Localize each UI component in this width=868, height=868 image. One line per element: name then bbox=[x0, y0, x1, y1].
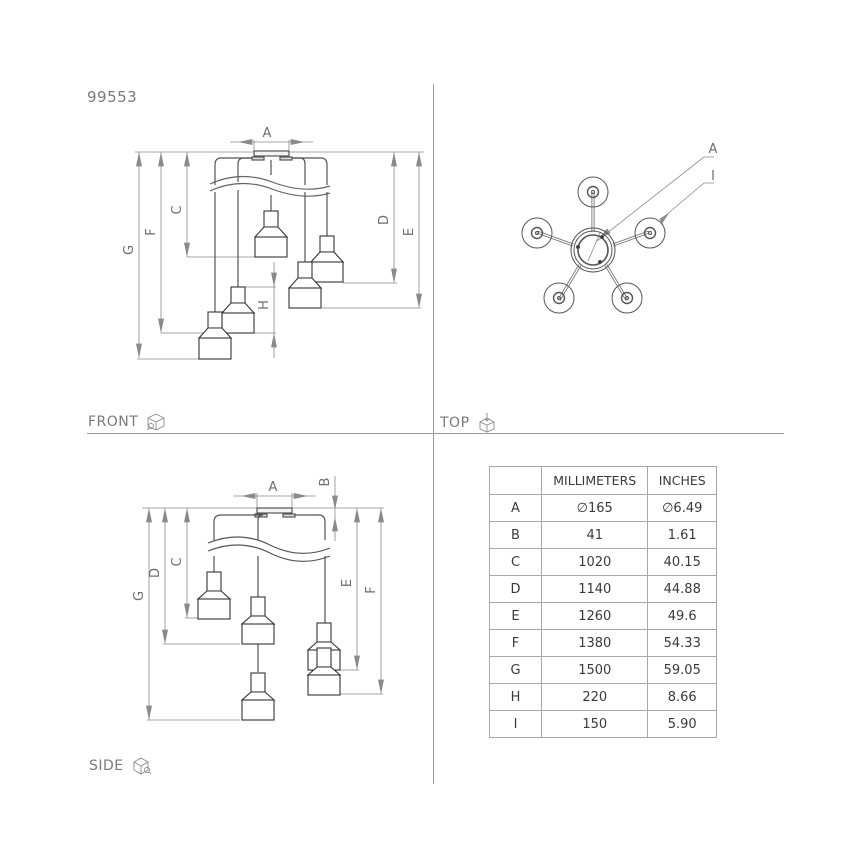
front-view-label-text: FRONT bbox=[88, 414, 139, 430]
top-view-label-text: TOP bbox=[440, 415, 470, 431]
row-key: A bbox=[488, 494, 543, 522]
table-header-row: MILLIMETERS INCHES bbox=[488, 466, 717, 495]
header-inches: INCHES bbox=[647, 466, 717, 495]
row-key: D bbox=[488, 575, 543, 603]
dimension-table: MILLIMETERS INCHES A ∅165 ∅6.49 B 41 1.6… bbox=[488, 466, 717, 738]
row-key: G bbox=[488, 656, 543, 684]
table-row: A ∅165 ∅6.49 bbox=[488, 494, 717, 522]
dim-label-c-side: C bbox=[170, 557, 185, 566]
dim-label-d: D bbox=[377, 215, 392, 225]
row-mm: 150 bbox=[541, 710, 649, 738]
row-key: C bbox=[488, 548, 543, 576]
row-mm: 1140 bbox=[541, 575, 649, 603]
row-in: 1.61 bbox=[647, 521, 717, 549]
row-mm: 1500 bbox=[541, 656, 649, 684]
dim-label-f: F bbox=[144, 228, 159, 235]
row-mm: 1260 bbox=[541, 602, 649, 630]
top-view-cube-icon bbox=[479, 413, 494, 433]
row-in: 8.66 bbox=[647, 683, 717, 711]
row-mm: 1380 bbox=[541, 629, 649, 657]
row-mm: 220 bbox=[541, 683, 649, 711]
row-key: I bbox=[488, 710, 543, 738]
row-in: 59.05 bbox=[647, 656, 717, 684]
table-row: E 1260 49.6 bbox=[488, 602, 717, 630]
row-in: 54.33 bbox=[647, 629, 717, 657]
header-millimeters: MILLIMETERS bbox=[541, 466, 649, 495]
side-view-cube-icon bbox=[133, 757, 151, 775]
row-in: 40.15 bbox=[647, 548, 717, 576]
dim-label-f-side: F bbox=[364, 586, 379, 593]
row-in: 5.90 bbox=[647, 710, 717, 738]
table-row: H 220 8.66 bbox=[488, 683, 717, 711]
row-mm: 1020 bbox=[541, 548, 649, 576]
side-view-label-text: SIDE bbox=[89, 758, 124, 774]
dim-label-a-side: A bbox=[269, 480, 278, 495]
product-code: 99553 bbox=[87, 88, 138, 106]
row-mm: 41 bbox=[541, 521, 649, 549]
table-row: B 41 1.61 bbox=[488, 521, 717, 549]
dim-label-e: E bbox=[402, 228, 417, 236]
top-view-label: TOP bbox=[440, 413, 496, 433]
dim-label-b: B bbox=[318, 478, 333, 487]
dim-label-g: G bbox=[122, 245, 137, 255]
front-view-label: FRONT bbox=[88, 413, 166, 431]
top-view-drawing: A I bbox=[521, 142, 718, 314]
row-key: B bbox=[488, 521, 543, 549]
row-key: H bbox=[488, 683, 543, 711]
side-view-drawing: A B G D C E F bbox=[132, 476, 384, 721]
table-row: D 1140 44.88 bbox=[488, 575, 717, 603]
shade bbox=[253, 210, 289, 258]
vertical-divider bbox=[433, 84, 434, 784]
side-view-label: SIDE bbox=[89, 757, 152, 775]
dim-label-a-top: A bbox=[709, 142, 718, 157]
table-row: G 1500 59.05 bbox=[488, 656, 717, 684]
row-key: E bbox=[488, 602, 543, 630]
dim-label-d-side: D bbox=[148, 568, 163, 578]
row-in: ∅6.49 bbox=[647, 494, 717, 522]
dim-label-e-side: E bbox=[340, 579, 355, 587]
dim-label-a: A bbox=[263, 126, 272, 141]
front-view-cube-icon bbox=[147, 413, 165, 431]
table-row: C 1020 40.15 bbox=[488, 548, 717, 576]
horizontal-divider bbox=[87, 433, 784, 434]
table-row: I 150 5.90 bbox=[488, 710, 717, 738]
dim-label-c: C bbox=[170, 205, 185, 214]
dim-label-g-side: G bbox=[132, 591, 147, 601]
row-key: F bbox=[488, 629, 543, 657]
header-blank bbox=[488, 466, 543, 495]
row-in: 44.88 bbox=[647, 575, 717, 603]
dim-label-i: I bbox=[711, 169, 715, 184]
row-in: 49.6 bbox=[647, 602, 717, 630]
table-row: F 1380 54.33 bbox=[488, 629, 717, 657]
row-mm: ∅165 bbox=[541, 494, 649, 522]
front-view-drawing: A G F C D E H bbox=[122, 126, 424, 360]
dim-label-h: H bbox=[257, 300, 272, 310]
